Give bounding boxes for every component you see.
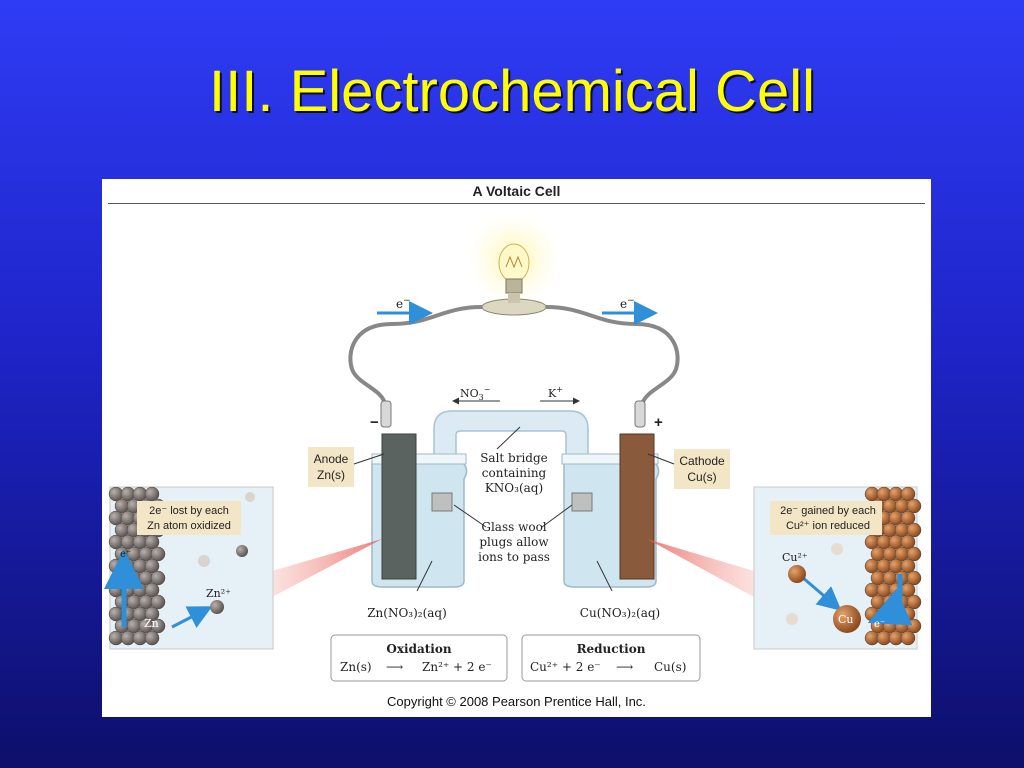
lattice-atom [150, 546, 166, 562]
voltaic-cell-figure: A Voltaic Cell [102, 179, 931, 717]
anode-formula: Zn(s) [317, 468, 345, 482]
copyright-notice: Copyright © 2008 Pearson Prentice Hall, … [387, 694, 646, 709]
left-zoom-beam [272, 539, 382, 597]
lattice-atom [906, 546, 922, 562]
potassium-ion-label: K+ [548, 385, 563, 400]
reduction-product: Cu(s) [654, 660, 686, 674]
cathode-label: Cathode [679, 454, 725, 468]
title-rule [108, 203, 925, 204]
reduction-reactants: Cu²⁺ + 2 e⁻ [530, 660, 601, 674]
anode-label-box [308, 447, 354, 487]
lattice-atom [900, 534, 916, 550]
reduction-box [521, 634, 701, 682]
right-inset-caption-2: Cu²⁺ ion reduced [786, 520, 870, 532]
glass-wool-caption-3: ions to pass [478, 550, 550, 564]
right-inset-caption-1: 2e⁻ gained by each [780, 505, 876, 517]
right-inset-atom: Cu [838, 613, 854, 626]
right-solution-label: Cu(NO₃)₂(aq) [580, 606, 660, 620]
right-inset-ion: Cu²⁺ [782, 551, 808, 564]
lattice-atom [150, 618, 166, 634]
oxidation-arrow: ⟶ [386, 660, 403, 674]
lattice-atom [906, 522, 922, 538]
slide-title: III. Electrochemical Cell [209, 59, 815, 124]
left-inset-ion: Zn²⁺ [206, 587, 231, 600]
lattice-atom [900, 558, 916, 574]
lattice-atom [906, 498, 922, 514]
reduction-arrow: ⟶ [616, 660, 633, 674]
lattice-atom [900, 630, 916, 646]
anode-label: Anode [314, 452, 349, 466]
minus-sign: − [370, 414, 379, 431]
left-inset-atom: Zn [144, 617, 159, 630]
oxidation-box [330, 634, 508, 682]
left-inset-caption-1: 2e⁻ lost by each [149, 505, 229, 517]
light-bulb-icon [466, 211, 562, 316]
oxidation-products: Zn²⁺ + 2 e⁻ [422, 660, 492, 674]
lattice-atom [144, 630, 160, 646]
glass-wool-caption-1: Glass wool [481, 520, 546, 534]
electron-label-left: e− [396, 296, 411, 311]
anode-clip [380, 400, 392, 428]
glass-wool-plug-left [431, 492, 453, 512]
oxidation-reactant: Zn(s) [340, 660, 372, 674]
cell-diagram: e− e− − + NO3− K+ Anode Zn(s) [104, 211, 922, 682]
lattice-atom [900, 486, 916, 502]
lattice-atom [144, 558, 160, 574]
lattice-atom [150, 594, 166, 610]
zinc-electrode [381, 433, 417, 580]
right-zoom-beam [647, 539, 754, 597]
nitrate-ion-label: NO3− [460, 385, 490, 402]
plus-sign: + [654, 414, 663, 431]
lattice-atom [144, 606, 160, 622]
lattice-atom [144, 582, 160, 598]
right-inset-electron: e⁻ [874, 619, 885, 630]
lattice-atom [906, 570, 922, 586]
right-inset [753, 486, 922, 650]
glass-wool-caption-2: plugs allow [479, 535, 549, 549]
left-inset-electron: e⁻ [120, 549, 131, 560]
electron-label-right: e− [620, 296, 635, 311]
salt-bridge-caption-2: containing [482, 466, 547, 480]
cathode-clip [634, 400, 646, 428]
cathode-label-box [674, 449, 730, 489]
glass-wool-plug-right [571, 492, 593, 512]
lattice-atom [150, 570, 166, 586]
reduction-title: Reduction [577, 642, 646, 656]
left-solution-label: Zn(NO₃)₂(aq) [367, 606, 447, 620]
oxidation-title: Oxidation [386, 642, 451, 656]
figure-title: A Voltaic Cell [472, 183, 561, 199]
copper-electrode [619, 433, 655, 580]
right-wire [545, 305, 680, 405]
left-inset-caption-2: Zn atom oxidized [147, 520, 231, 532]
salt-bridge-caption-1: Salt bridge [480, 451, 548, 465]
left-wire [348, 305, 483, 405]
cathode-formula: Cu(s) [687, 470, 716, 484]
salt-bridge-caption-3: KNO₃(aq) [485, 481, 543, 495]
left-inset [104, 486, 274, 650]
lattice-atom [900, 510, 916, 526]
